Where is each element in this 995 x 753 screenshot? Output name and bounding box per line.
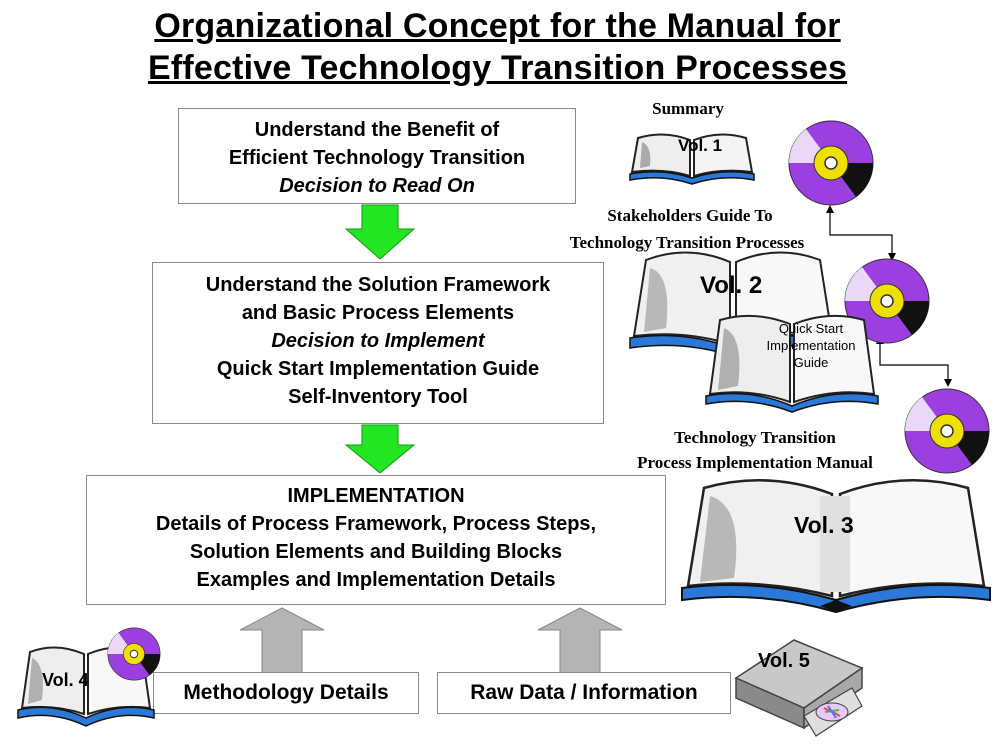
solution-line-4: Quick Start Implementation Guide — [216, 358, 540, 380]
quick-start-line-3: Guide — [793, 355, 829, 370]
arrow-down-icon — [344, 204, 416, 260]
quick-start-line-1: Quick Start — [778, 321, 844, 336]
vol4-label: Vol. 4 — [42, 670, 89, 690]
arrow-up-icon — [239, 607, 325, 677]
cd-icon — [788, 120, 874, 206]
book-icon — [705, 314, 879, 413]
cd-icon — [904, 388, 990, 474]
raw-data-box: Raw Data / Information — [437, 672, 731, 714]
methodology-details-box: Methodology Details — [153, 672, 419, 714]
methodology-details-label: Methodology Details — [183, 681, 389, 704]
arrow-up-icon — [537, 607, 623, 677]
implementation-heading: IMPLEMENTATION — [287, 485, 465, 507]
title-line-1: Organizational Concept for the Manual fo… — [154, 7, 841, 45]
benefit-line-2: Efficient Technology Transition — [228, 147, 526, 169]
quick-start-caption: Quick Start Implementation Guide — [756, 320, 866, 371]
implementation-line-2: Details of Process Framework, Process St… — [155, 513, 597, 535]
book-icon — [681, 479, 991, 614]
benefit-line-1: Understand the Benefit of — [254, 119, 500, 141]
vol3-label: Vol. 3 — [794, 512, 854, 538]
raw-data-label: Raw Data / Information — [470, 681, 698, 704]
solution-line-1: Understand the Solution Framework — [205, 274, 551, 296]
book-icon — [629, 133, 755, 185]
title-line-2: Effective Technology Transition Processe… — [147, 49, 848, 87]
benefit-decision: Decision to Read On — [279, 175, 475, 197]
benefit-box: Understand the Benefit of Efficient Tech… — [178, 108, 576, 204]
solution-line-2: and Basic Process Elements — [241, 302, 515, 324]
vol5-label: Vol. 5 — [758, 650, 810, 672]
solution-decision: Decision to Implement — [271, 330, 485, 352]
vol2-caption-line-2: Technology Transition Processes — [569, 233, 805, 252]
implementation-line-4: Examples and Implementation Details — [196, 569, 556, 591]
vol2-caption-line-1: Stakeholders Guide To — [607, 206, 773, 225]
implementation-box: IMPLEMENTATION Details of Process Framew… — [86, 475, 666, 605]
solution-line-5: Self-Inventory Tool — [288, 386, 468, 408]
vol2-label: Vol. 2 — [700, 272, 763, 299]
drive-icon — [734, 639, 864, 737]
arrow-down-icon — [344, 424, 416, 474]
vol1-caption: Summary — [652, 99, 724, 118]
vol1-label: Vol. 1 — [678, 136, 723, 155]
vol3-caption-line-2: Process Implementation Manual — [637, 453, 873, 472]
implementation-line-3: Solution Elements and Building Blocks — [189, 541, 563, 563]
cd-icon — [844, 258, 930, 344]
cd-icon — [107, 627, 161, 681]
quick-start-line-2: Implementation — [766, 338, 856, 353]
book-icon — [629, 251, 837, 357]
solution-framework-box: Understand the Solution Framework and Ba… — [152, 262, 604, 424]
vol3-caption-line-1: Technology Transition — [674, 428, 836, 447]
